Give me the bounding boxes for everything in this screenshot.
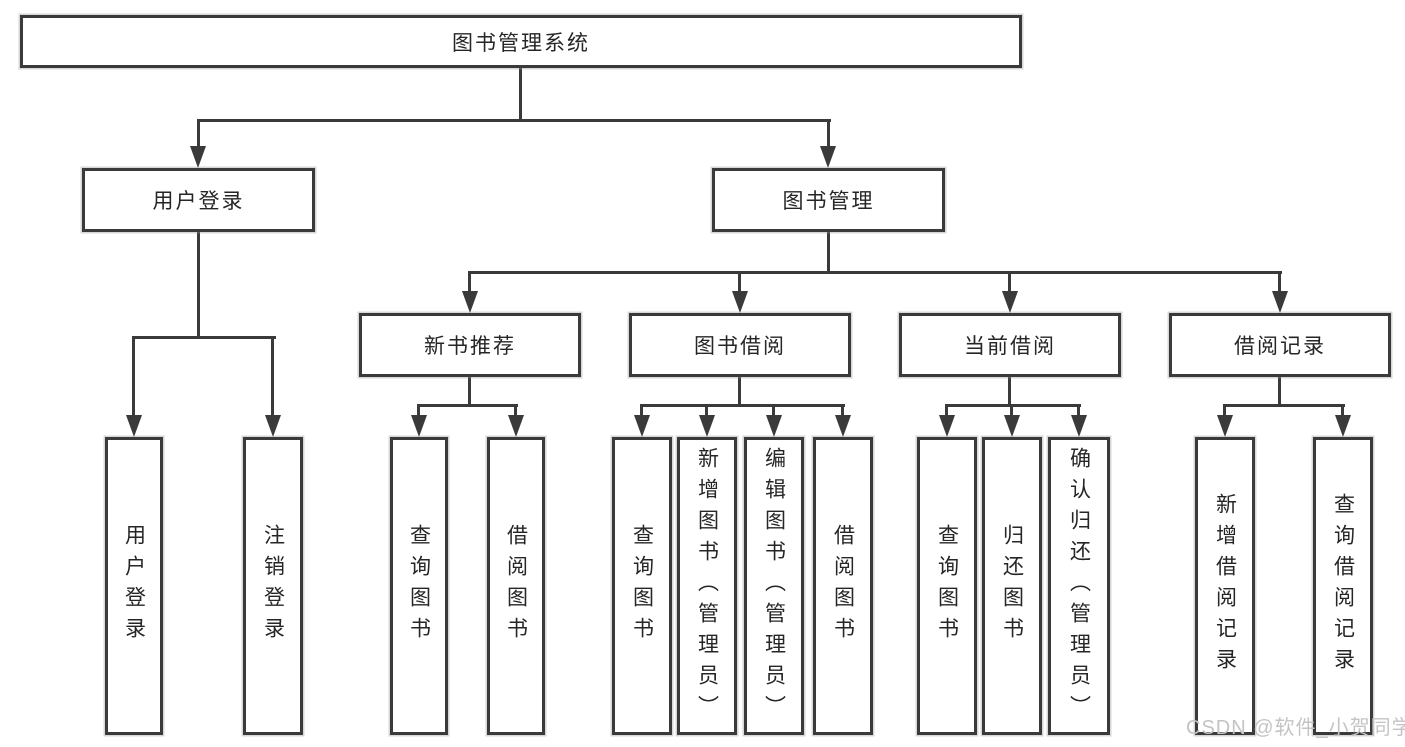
arrow-down-icon (1002, 291, 1018, 313)
connector-line (469, 271, 1282, 274)
node-book-management-label: 图书管理 (782, 190, 875, 213)
arrow-down-icon (699, 415, 715, 437)
connector-line (514, 404, 517, 417)
arrow-down-icon (462, 291, 478, 313)
leaf-query-books-newbook: 查询图书 (390, 437, 448, 735)
leaf-query-books-borrowing-label: 查询图书 (630, 524, 654, 648)
leaf-borrow-books-borrowing: 借阅图书 (813, 437, 873, 735)
leaf-add-books-admin: 新增图书（管理员） (677, 437, 737, 735)
leaf-return-books: 归还图书 (982, 437, 1042, 735)
connector-line (197, 119, 200, 148)
connector-line (1341, 404, 1344, 417)
leaf-return-books-label: 归还图书 (1000, 524, 1024, 648)
arrow-down-icon (411, 415, 427, 437)
connector-line (468, 271, 471, 292)
leaf-user-login: 用户登录 (105, 437, 163, 735)
arrow-down-icon (1272, 291, 1288, 313)
connector-line (132, 336, 135, 416)
connector-line (640, 404, 845, 407)
connector-line (1077, 404, 1080, 417)
connector-line (827, 232, 830, 273)
connector-line (772, 404, 775, 417)
arrow-down-icon (508, 415, 524, 437)
arrow-down-icon (1004, 415, 1020, 437)
connector-line (468, 377, 471, 406)
connector-line (1008, 377, 1011, 406)
connector-line (738, 377, 741, 406)
leaf-add-borrow-record-label: 新增借阅记录 (1213, 493, 1237, 679)
leaf-borrow-books-newbook-label: 借阅图书 (504, 524, 528, 648)
leaf-logout: 注销登录 (243, 437, 303, 735)
leaf-edit-books-admin-label: 编辑图书（管理员） (762, 446, 786, 726)
node-new-book-recommend: 新书推荐 (359, 313, 581, 377)
connector-line (945, 404, 1081, 407)
arrow-down-icon (265, 415, 281, 437)
arrow-down-icon (1071, 415, 1087, 437)
connector-line (197, 232, 200, 338)
connector-line (1223, 404, 1345, 407)
node-root: 图书管理系统 (20, 15, 1022, 68)
leaf-user-login-label: 用户登录 (122, 524, 146, 648)
connector-line (1278, 377, 1281, 406)
connector-line (133, 336, 276, 339)
node-user-login-label: 用户登录 (152, 190, 245, 213)
leaf-borrow-books-borrowing-label: 借阅图书 (831, 524, 855, 648)
node-current-borrowing-label: 当前借阅 (964, 335, 1056, 358)
leaf-edit-books-admin: 编辑图书（管理员） (744, 437, 804, 735)
connector-line (640, 404, 643, 417)
leaf-add-borrow-record: 新增借阅记录 (1195, 437, 1255, 735)
connector-line (738, 271, 741, 292)
leaf-query-borrow-record: 查询借阅记录 (1313, 437, 1373, 735)
connector-line (1008, 271, 1011, 292)
connector-line (1278, 271, 1281, 292)
connector-line (945, 404, 948, 417)
node-current-borrowing: 当前借阅 (899, 313, 1121, 377)
connector-line (1223, 404, 1226, 417)
watermark: CSDN @软件_小贺同学 (1186, 717, 1405, 739)
node-book-borrowing-label: 图书借阅 (694, 335, 786, 358)
connector-line (197, 119, 831, 122)
connector-line (1010, 404, 1013, 417)
connector-line (417, 404, 420, 417)
leaf-logout-label: 注销登录 (261, 524, 285, 648)
connector-line (841, 404, 844, 417)
connector-line (705, 404, 708, 417)
node-book-borrowing: 图书借阅 (629, 313, 851, 377)
leaf-query-books-borrowing: 查询图书 (612, 437, 672, 735)
connector-line (417, 404, 518, 407)
arrow-down-icon (732, 291, 748, 313)
leaf-query-books-current: 查询图书 (917, 437, 977, 735)
arrow-down-icon (1335, 415, 1351, 437)
arrow-down-icon (766, 415, 782, 437)
arrow-down-icon (190, 146, 206, 168)
node-new-book-recommend-label: 新书推荐 (424, 335, 516, 358)
arrow-down-icon (820, 146, 836, 168)
connector-line (827, 119, 830, 148)
node-root-label: 图书管理系统 (452, 31, 590, 55)
arrow-down-icon (126, 415, 142, 437)
connector-line (519, 68, 522, 121)
node-borrowing-records: 借阅记录 (1169, 313, 1391, 377)
leaf-confirm-return-admin: 确认归还（管理员） (1048, 437, 1110, 735)
connector-line (271, 336, 274, 416)
arrow-down-icon (634, 415, 650, 437)
arrow-down-icon (939, 415, 955, 437)
leaf-query-books-newbook-label: 查询图书 (407, 524, 431, 648)
leaf-confirm-return-admin-label: 确认归还（管理员） (1067, 446, 1091, 726)
node-user-login: 用户登录 (82, 168, 315, 232)
arrow-down-icon (1217, 415, 1233, 437)
leaf-query-books-current-label: 查询图书 (935, 524, 959, 648)
arrow-down-icon (835, 415, 851, 437)
leaf-query-borrow-record-label: 查询借阅记录 (1331, 493, 1355, 679)
leaf-borrow-books-newbook: 借阅图书 (487, 437, 545, 735)
node-borrowing-records-label: 借阅记录 (1234, 335, 1326, 358)
node-book-management: 图书管理 (712, 168, 945, 232)
leaf-add-books-admin-label: 新增图书（管理员） (695, 446, 719, 726)
